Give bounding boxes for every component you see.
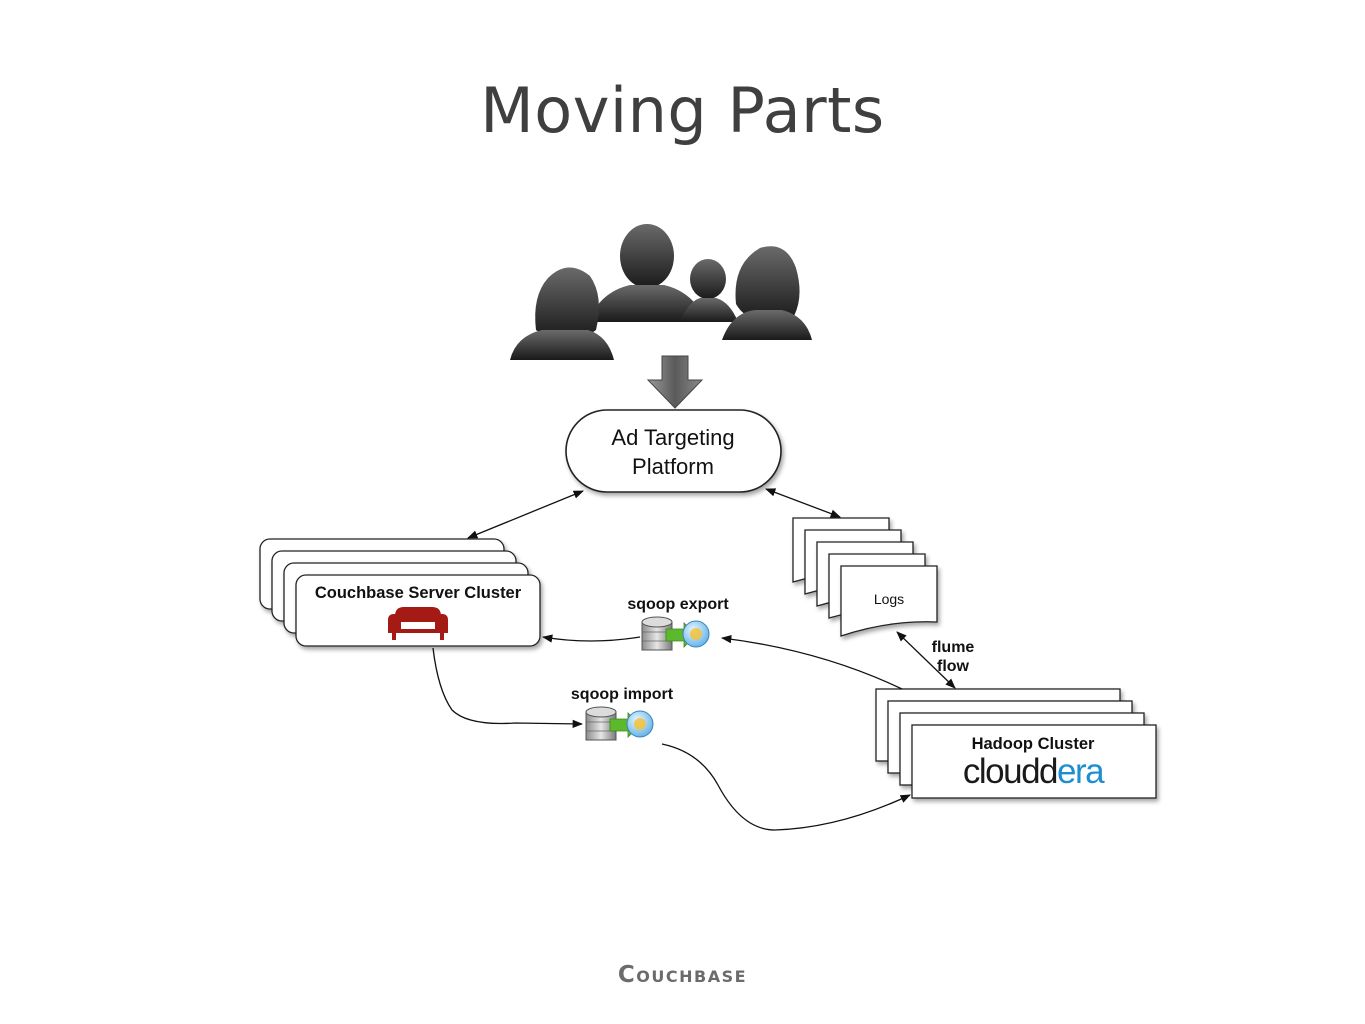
couchbase-cluster-node: Couchbase Server Cluster — [259, 538, 541, 647]
flume-label-line1: flume — [932, 639, 975, 656]
platform-label-line1: Ad Targeting — [611, 425, 734, 450]
couchbase-footer-logo: Couchbase — [617, 962, 748, 988]
sqoop-import-icon — [585, 706, 654, 741]
sqoop-import-connector-a — [432, 647, 584, 729]
platform-label-line2: Platform — [632, 454, 714, 479]
flume-flow-connector — [896, 631, 956, 689]
platform-logs-connector — [765, 488, 841, 518]
platform-couchbase-connector — [467, 490, 584, 539]
sqoop-export-icon — [641, 616, 710, 651]
logs-node: Logs — [792, 517, 938, 637]
sqoop-export-label: sqoop export — [627, 596, 729, 613]
sqoop-export-connector-b — [541, 634, 641, 643]
sqoop-import-connector-b — [661, 743, 911, 831]
couchbase-cluster-label: Couchbase Server Cluster — [315, 584, 522, 602]
hadoop-cluster-node: Hadoop Cluster clouddera — [875, 688, 1157, 799]
people-silhouettes-icon — [510, 224, 812, 360]
red-couch-icon — [388, 607, 448, 640]
logs-label: Logs — [874, 591, 904, 607]
cloudera-logo: clouddera — [963, 752, 1105, 791]
sqoop-import-label: sqoop import — [571, 686, 674, 703]
slide-title: Moving Parts — [480, 74, 885, 147]
sqoop-export-connector-a — [720, 635, 903, 690]
hadoop-cluster-label: Hadoop Cluster — [972, 735, 1095, 753]
flume-label-line2: flow — [937, 658, 970, 675]
down-arrow-icon — [646, 355, 704, 409]
ad-targeting-platform-node: Ad Targeting Platform — [565, 409, 782, 493]
